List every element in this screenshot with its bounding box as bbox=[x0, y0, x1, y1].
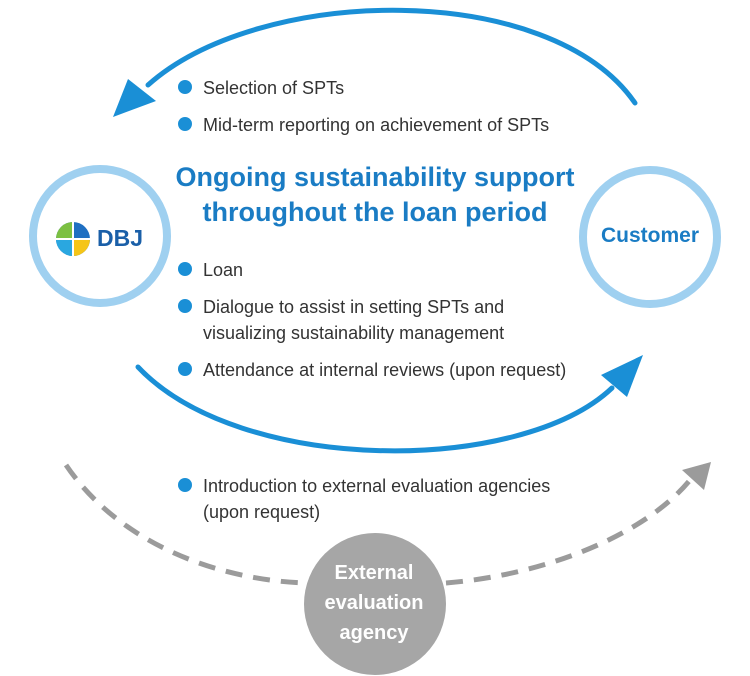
dashed-arrowhead-icon bbox=[682, 462, 711, 490]
bullet-text: Mid-term reporting on achievement of SPT… bbox=[203, 115, 550, 135]
agency-label-line: evaluation bbox=[324, 592, 424, 614]
dbj-logo-icon bbox=[56, 222, 90, 256]
headline: Ongoing sustainability support throughou… bbox=[120, 160, 630, 230]
bottom-bullet-item: Introduction to external evaluation agen… bbox=[178, 473, 550, 525]
bullet-text: Introduction to external evaluation agen… bbox=[203, 473, 550, 525]
dbj-node-circle bbox=[29, 165, 171, 307]
top-bullet-item: Mid-term reporting on achievement of SPT… bbox=[178, 112, 549, 138]
agency-label-line: agency bbox=[339, 622, 409, 644]
agency-node-circle bbox=[304, 533, 446, 675]
top-arc-arrow bbox=[145, 7, 638, 106]
headline-line-2: throughout the loan period bbox=[202, 197, 548, 227]
bullet-text: Selection of SPTs bbox=[203, 78, 345, 98]
bullet-text: Dialogue to assist in setting SPTs and v… bbox=[203, 294, 504, 346]
middle-bullet-item: Dialogue to assist in setting SPTs and v… bbox=[178, 294, 504, 346]
bullet-dot-icon bbox=[178, 299, 192, 313]
bullet-dot-icon bbox=[178, 117, 192, 131]
bullet-text-line: Introduction to external evaluation agen… bbox=[203, 476, 551, 496]
dbj-logo-text: DBJ bbox=[97, 225, 144, 251]
dashed-arc-left bbox=[63, 463, 306, 586]
bottom-arc-arrow bbox=[135, 364, 615, 454]
bullet-dot-icon bbox=[178, 362, 192, 376]
bottom-arrowhead-icon bbox=[601, 355, 643, 397]
bullet-text-line: visualizing sustainability management bbox=[203, 323, 505, 343]
bullet-text: Attendance at internal reviews (upon req… bbox=[203, 360, 567, 380]
middle-bullet-item: Attendance at internal reviews (upon req… bbox=[178, 357, 566, 383]
dashed-arc-right bbox=[445, 478, 692, 586]
customer-label: Customer bbox=[600, 224, 700, 247]
bullet-dot-icon bbox=[178, 80, 192, 94]
bullet-text: Loan bbox=[203, 260, 244, 280]
agency-label: External evaluation agency bbox=[305, 558, 443, 648]
bullet-text-line: (upon request) bbox=[203, 502, 321, 522]
headline-line-1: Ongoing sustainability support bbox=[175, 162, 575, 192]
bullet-dot-icon bbox=[178, 262, 192, 276]
top-bullet-item: Selection of SPTs bbox=[178, 75, 344, 101]
middle-bullet-item: Loan bbox=[178, 257, 243, 283]
bullet-text-line: Dialogue to assist in setting SPTs and bbox=[203, 297, 505, 317]
bullet-dot-icon bbox=[178, 478, 192, 492]
customer-node-circle bbox=[579, 166, 721, 308]
top-arrowhead-icon bbox=[113, 79, 156, 117]
agency-label-line: External bbox=[334, 562, 414, 584]
